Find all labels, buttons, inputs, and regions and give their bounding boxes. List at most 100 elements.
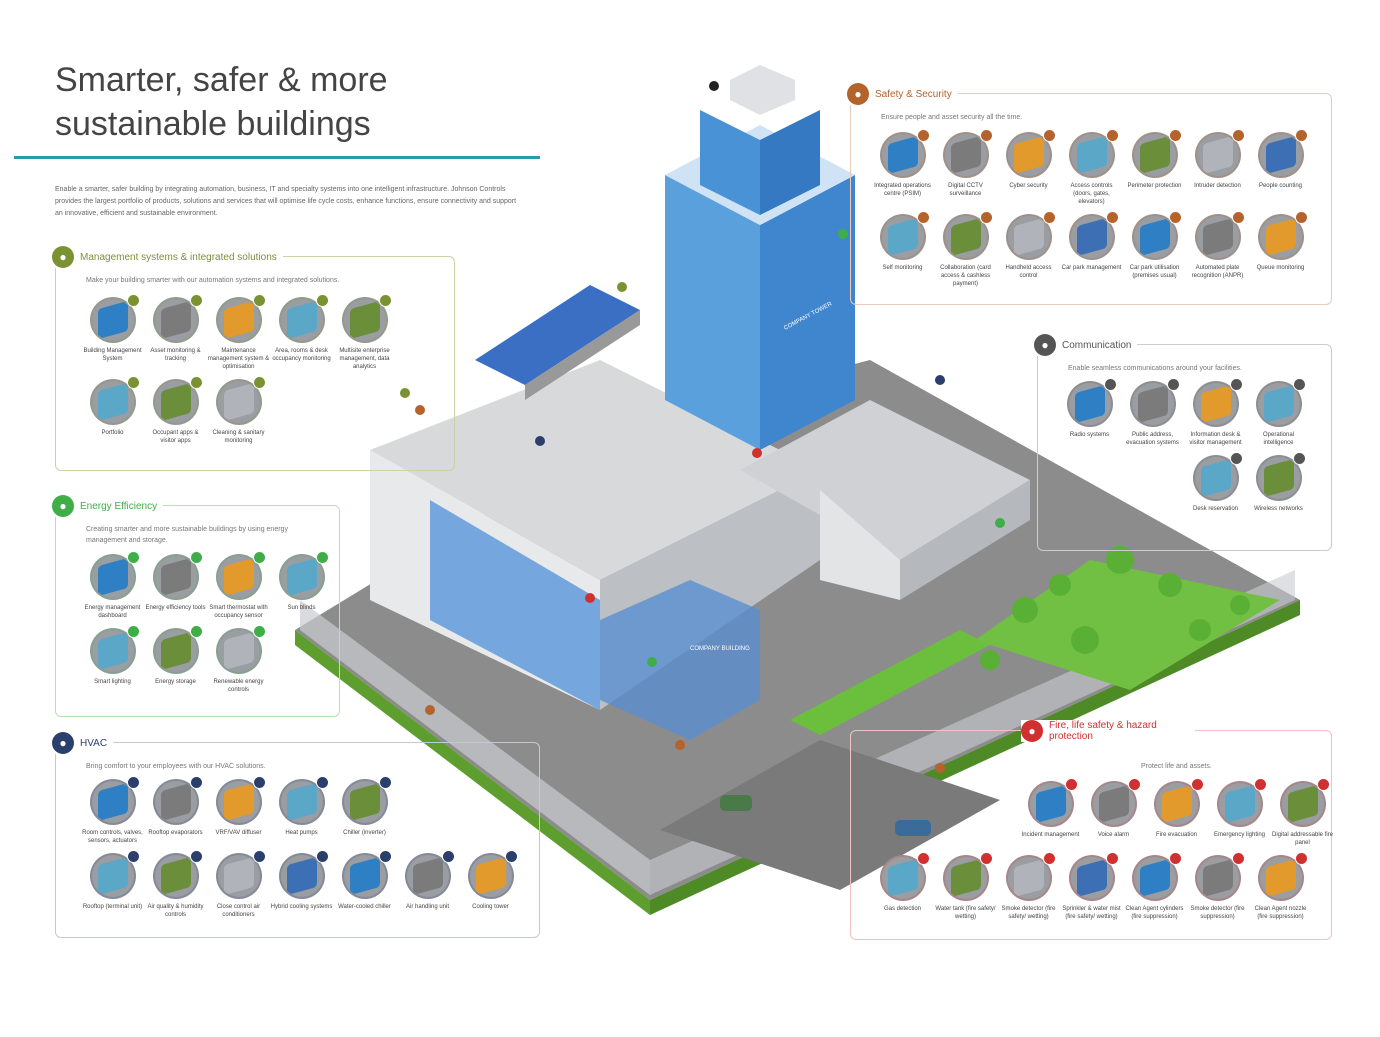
solution-item[interactable]: Multisite enterprise management, data an…	[333, 294, 396, 371]
solution-item[interactable]: Air handling unit	[396, 850, 459, 919]
parking-lot	[660, 740, 1000, 890]
solution-row: Room controls, valves, sensors, actuator…	[81, 776, 522, 845]
marker-badge-icon	[1064, 778, 1078, 791]
solution-label: Clean Agent cylinders (fire suppression)	[1125, 906, 1184, 920]
solution-item[interactable]: Self monitoring	[871, 211, 934, 288]
solution-item[interactable]: Cyber security	[997, 129, 1060, 206]
solution-item[interactable]: Water-cooled chiller	[333, 850, 396, 919]
solution-item[interactable]: Rooftop evaporators	[144, 776, 207, 845]
solution-item[interactable]: Clean Agent cylinders (fire suppression)	[1123, 852, 1186, 921]
solution-item[interactable]: Access controls (doors, gates, elevators…	[1060, 129, 1123, 206]
solution-item[interactable]: Wireless networks	[1247, 452, 1310, 513]
solution-item[interactable]: Clean Agent nozzle (fire suppression)	[1249, 852, 1312, 921]
solution-item[interactable]: Portfolio	[81, 376, 144, 445]
solution-label: Sun blinds	[287, 605, 316, 611]
solution-item[interactable]: Renewable energy controls	[207, 625, 270, 694]
solution-item[interactable]: Digital CCTV surveillance	[934, 129, 997, 206]
solution-label: Energy storage	[155, 679, 196, 685]
solution-item[interactable]: Cooling tower	[459, 850, 522, 919]
solution-label: Incident management	[1021, 832, 1080, 838]
solution-item[interactable]: Chiller (inverter)	[333, 776, 396, 845]
marker-badge-icon	[1042, 211, 1056, 224]
solution-illustration-icon	[1068, 855, 1115, 901]
solution-item[interactable]: Smoke detector (fire suppression)	[1186, 852, 1249, 921]
solution-item[interactable]: Smart thermostat with occupancy sensor	[207, 551, 270, 620]
title-divider	[14, 156, 540, 159]
solution-illustration-icon	[89, 379, 136, 425]
solution-item[interactable]: Voice alarm	[1082, 778, 1145, 847]
solution-illustration-icon	[942, 855, 989, 901]
marker-badge-icon	[252, 776, 266, 789]
section-title: Management systems & integrated solution…	[80, 251, 277, 263]
solution-item[interactable]: Water tank (fire safety/ wetting)	[934, 852, 997, 921]
solution-item[interactable]: Energy management dashboard	[81, 551, 144, 620]
solution-item[interactable]: Building Management System	[81, 294, 144, 371]
right-wing-side	[900, 480, 1030, 600]
section-header: ●Communication	[1034, 334, 1138, 356]
solution-item[interactable]: Integrated operations centre (PSIM)	[871, 129, 934, 206]
solution-item[interactable]: Close control air conditioners	[207, 850, 270, 919]
solution-item[interactable]: Smoke detector (fire safety/ wetting)	[997, 852, 1060, 921]
solution-item[interactable]: Desk reservation	[1184, 452, 1247, 513]
solution-item[interactable]: Radio systems	[1058, 378, 1121, 447]
solution-item[interactable]: Maintenance management system & optimisa…	[207, 294, 270, 371]
solution-item[interactable]: Asset monitoring & tracking	[144, 294, 207, 371]
solution-item[interactable]: Fire evacuation	[1145, 778, 1208, 847]
solution-item[interactable]: Occupant apps & visitor apps	[144, 376, 207, 445]
solution-label: Cyber security	[1009, 183, 1048, 189]
solution-item[interactable]: Emergency lighting	[1208, 778, 1271, 847]
solution-label: Room controls, valves, sensors, actuator…	[82, 830, 143, 844]
solution-item[interactable]: Smart lighting	[81, 625, 144, 694]
solution-item[interactable]: Digital addressable fire panel	[1271, 778, 1334, 847]
solution-item[interactable]: Collaboration (card access & cashless pa…	[934, 211, 997, 288]
solution-item[interactable]: Operational intelligence	[1247, 378, 1310, 447]
marker-badge-icon	[252, 625, 266, 638]
solution-item[interactable]: Perimeter protection	[1123, 129, 1186, 206]
solution-item[interactable]: Energy efficiency tools	[144, 551, 207, 620]
solution-item[interactable]: Sprinkler & water mist (fire safety/ wet…	[1060, 852, 1123, 921]
solution-label: Close control air conditioners	[216, 904, 261, 918]
solution-item[interactable]: Queue monitoring	[1249, 211, 1312, 288]
solution-item[interactable]: Automated plate recognition (ANPR)	[1186, 211, 1249, 288]
solution-label: Operational intelligence	[1262, 432, 1295, 446]
solution-item[interactable]: Area, rooms & desk occupancy monitoring	[270, 294, 333, 371]
solution-label: Collaboration (card access & cashless pa…	[940, 265, 991, 287]
solution-item[interactable]: Heat pumps	[270, 776, 333, 845]
solution-label: Emergency lighting	[1213, 832, 1266, 838]
solution-item[interactable]: Sun blinds	[270, 551, 333, 620]
marker-badge-icon	[126, 850, 140, 863]
solution-item[interactable]: Cleaning & sanitary monitoring	[207, 376, 270, 445]
solution-item[interactable]: Air quality & humidity controls	[144, 850, 207, 919]
solution-label: Renewable energy controls	[213, 679, 264, 693]
building-grid-icon: ●	[52, 246, 74, 268]
solution-item[interactable]: Handheld access control	[997, 211, 1060, 288]
solution-label: Car park utilisation (premises usual)	[1129, 265, 1180, 279]
solution-illustration-icon	[1279, 781, 1326, 827]
solution-label: Information desk & visitor management	[1189, 432, 1242, 446]
marker-badge-icon	[1105, 211, 1119, 224]
solution-item[interactable]: Information desk & visitor management	[1184, 378, 1247, 447]
solution-item[interactable]: Gas detection	[871, 852, 934, 921]
solution-label: Area, rooms & desk occupancy monitoring	[272, 348, 331, 362]
solution-item[interactable]: Car park utilisation (premises usual)	[1123, 211, 1186, 288]
solution-item[interactable]: Intruder detection	[1186, 129, 1249, 206]
solution-item[interactable]: VRF/VAV diffuser	[207, 776, 270, 845]
section-header: ● Management systems & integrated solutio…	[52, 246, 283, 268]
solution-item[interactable]: Room controls, valves, sensors, actuator…	[81, 776, 144, 845]
solution-item[interactable]: Incident management	[1019, 778, 1082, 847]
solution-item[interactable]: Public address, evacuation systems	[1121, 378, 1184, 447]
marker-badge-icon	[1168, 129, 1182, 142]
solution-item[interactable]: Energy storage	[144, 625, 207, 694]
solution-label: Integrated operations centre (PSIM)	[874, 183, 931, 197]
solution-item[interactable]: Hybrid cooling systems	[270, 850, 333, 919]
solution-item[interactable]: Car park management	[1060, 211, 1123, 288]
solution-item[interactable]: Rooftop (terminal unit)	[81, 850, 144, 919]
marker-badge-icon	[252, 294, 266, 307]
section-title: HVAC	[80, 737, 108, 749]
solution-item[interactable]: People counting	[1249, 129, 1312, 206]
